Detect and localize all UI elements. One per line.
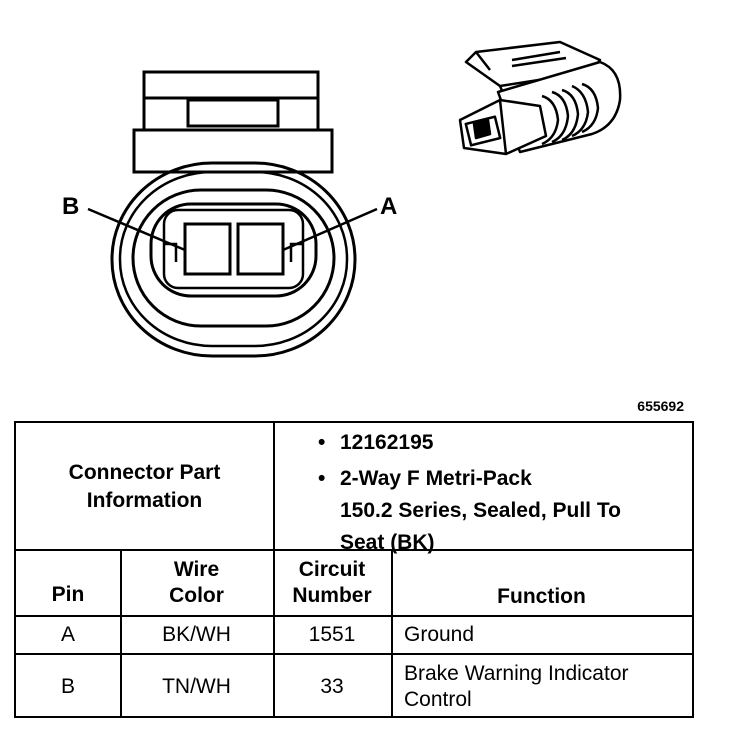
table-cell-function: Brake Warning Indicator Control xyxy=(404,661,692,713)
heading-line: Connector Part xyxy=(68,461,221,484)
divider xyxy=(120,549,122,718)
connector-latch-housing xyxy=(132,70,334,174)
header-line: Number xyxy=(292,584,372,607)
header-line: Wire xyxy=(173,558,220,581)
table-cell-wire-color: TN/WH xyxy=(162,675,231,698)
bullet-text: 2-Way F Metri-Pack xyxy=(340,467,532,490)
callout-a-leader xyxy=(282,207,378,252)
header-wire-color: Wire Color xyxy=(120,557,273,609)
function-line: Control xyxy=(404,688,472,711)
divider xyxy=(16,549,692,551)
connector-face-drawing xyxy=(87,70,378,358)
connector-outer-oval xyxy=(110,161,357,358)
callout-a-label: A xyxy=(380,193,398,220)
table-cell-circuit: 1551 xyxy=(308,623,356,646)
figure-id: 655692 xyxy=(637,398,684,414)
connector-table: Connector Part Information • 12162195 • … xyxy=(14,421,694,718)
header-line: Circuit xyxy=(298,558,366,581)
latch-window xyxy=(186,98,280,128)
divider xyxy=(273,549,275,718)
header-pin: Pin xyxy=(51,583,85,606)
bullet-icon: • xyxy=(318,431,326,454)
header-circuit-number: Circuit Number xyxy=(273,557,391,609)
connector-info-heading: Connector Part Information xyxy=(16,459,273,515)
heading-line: Information xyxy=(86,489,203,512)
bullet-text: 12162195 xyxy=(340,431,434,454)
bullet-text: 150.2 Series, Sealed, Pull To xyxy=(340,499,621,522)
bullet-text: Seat (BK) xyxy=(340,531,435,554)
table-cell-pin: A xyxy=(60,623,75,646)
table-cell-pin: B xyxy=(60,675,75,698)
connector-isometric-drawing xyxy=(458,40,622,156)
terminal-cavity xyxy=(149,202,318,298)
table-cell-circuit: 33 xyxy=(320,675,344,698)
bullet-icon: • xyxy=(318,467,326,490)
divider xyxy=(16,615,692,617)
header-line: Color xyxy=(169,584,224,607)
divider xyxy=(16,653,692,655)
table-cell-wire-color: BK/WH xyxy=(162,623,231,646)
divider xyxy=(273,423,275,551)
header-function: Function xyxy=(497,585,586,608)
divider xyxy=(391,549,393,718)
table-cell-function: Ground xyxy=(404,623,475,646)
callout-b-leader xyxy=(87,207,186,252)
callout-b-label: B xyxy=(62,193,80,220)
function-line: Brake Warning Indicator xyxy=(404,662,629,685)
